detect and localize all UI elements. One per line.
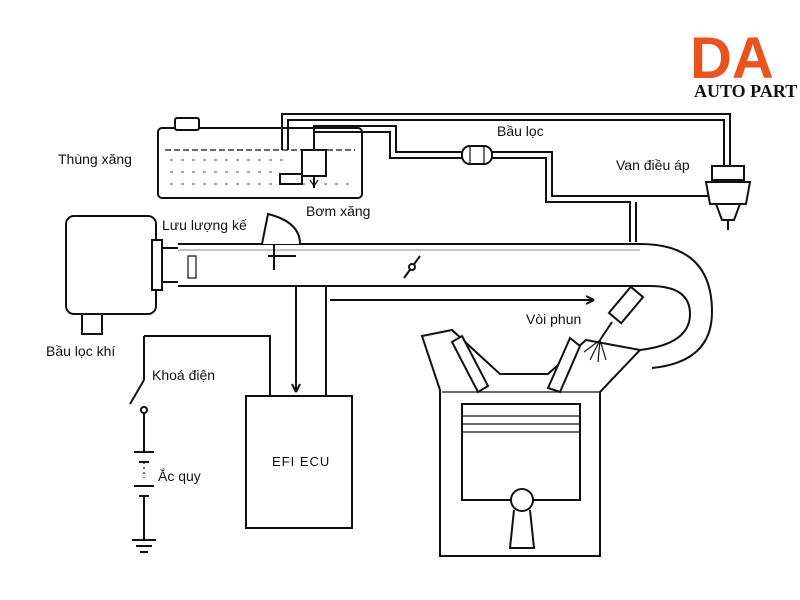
brand-logo: DA AUTO PART: [690, 26, 797, 101]
fuel-pump-label: Bơm xăng: [306, 203, 370, 219]
piston-icon: [461, 403, 581, 501]
ecu-label: EFI ECU: [272, 454, 330, 469]
switch-symbol-icon: [129, 336, 148, 452]
fuel-filter-label: Bầu lọc: [497, 123, 544, 139]
injector-label: Vòi phun: [526, 311, 581, 327]
battery-label: Ắc quy: [158, 467, 201, 484]
intake-duct: [178, 243, 714, 369]
engine-cylinder: [420, 328, 642, 557]
air-flow-meter-label: Lưu lượng kế: [162, 217, 247, 233]
logo-subtitle: AUTO PART: [694, 81, 797, 101]
fuel-tank: [157, 117, 363, 199]
intake-valve-icon: [450, 334, 490, 394]
exhaust-valve-icon: [546, 336, 582, 394]
air-filter: [65, 215, 178, 335]
pressure-regulator-label: Van điều áp: [616, 157, 690, 173]
tank-cap-icon: [174, 117, 200, 131]
logo-mark: DA: [690, 26, 774, 91]
fuel-pump-icon: [279, 149, 327, 188]
fuel-tank-label: Thùng xăng: [58, 151, 132, 167]
fuel-filter-icon: [461, 145, 493, 165]
ignition-switch-label: Khoá điện: [152, 367, 215, 383]
air-filter-label: Bầu lọc khí: [46, 343, 115, 359]
throttle-valve-icon: [403, 255, 421, 279]
pressure-regulator-icon: [704, 165, 752, 230]
injector-icon: [583, 285, 645, 363]
ground-symbol-icon: [132, 539, 156, 553]
air-flow-meter-icon: [261, 212, 301, 270]
ecu-box: EFI ECU: [245, 395, 353, 529]
signal-wires: [144, 286, 595, 396]
fuel-lines: [281, 113, 731, 242]
battery-symbol-icon: [134, 451, 154, 540]
